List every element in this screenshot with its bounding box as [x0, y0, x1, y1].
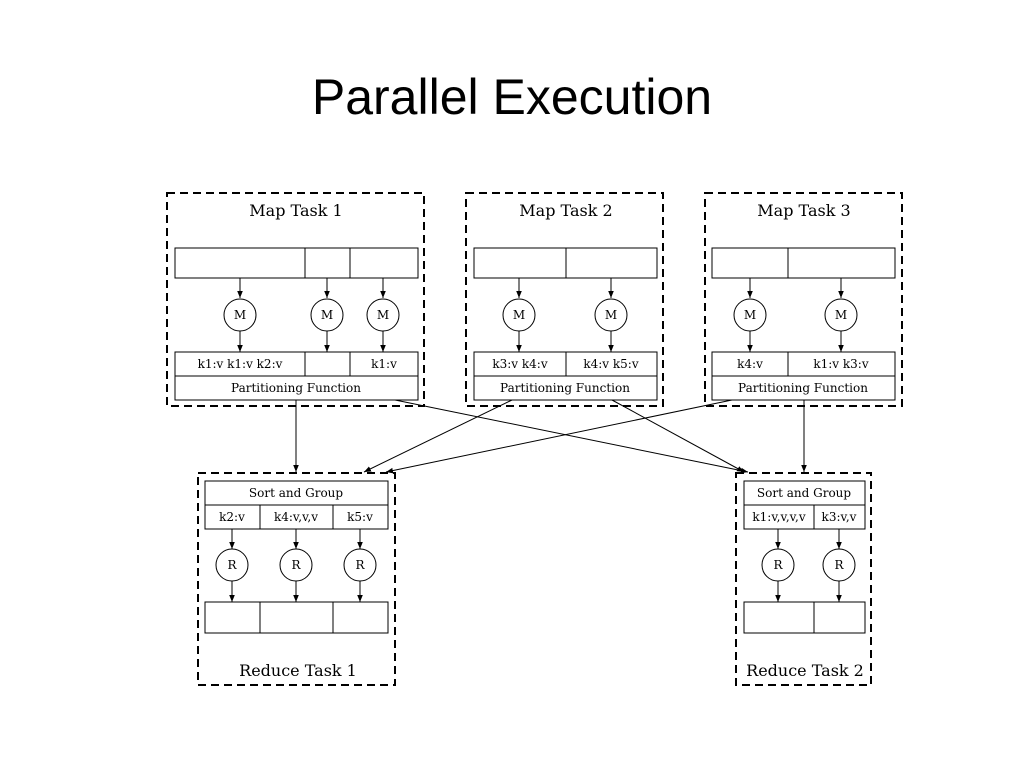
mapper-node: M [310, 298, 344, 332]
map-output-cell [304, 351, 351, 377]
map-task-2: Map Task 2 M M k3:v k4:v k4:v k5:v Parti… [465, 192, 664, 407]
reducer-node: R [215, 548, 249, 582]
svg-text:R: R [227, 558, 237, 572]
sort-and-group-box [204, 480, 389, 506]
svg-text:R: R [355, 558, 365, 572]
output-cell [813, 601, 866, 634]
sort-and-group-label: Sort and Group [249, 486, 343, 500]
group-text: k5:v [347, 510, 373, 524]
map-task-1-title: Map Task 1 [249, 201, 342, 220]
reducer-node: R [279, 548, 313, 582]
svg-text:M: M [377, 308, 389, 322]
partitioning-function-label: Partitioning Function [738, 381, 868, 395]
partitioning-function-label: Partitioning Function [231, 381, 361, 395]
sort-and-group-label: Sort and Group [757, 486, 851, 500]
shuffle-arrow [394, 399, 749, 474]
map-output-text: k1:v k1:v k2:v [198, 357, 283, 371]
svg-text:M: M [234, 308, 246, 322]
group-text: k4:v,v,v [274, 510, 318, 524]
output-cell [204, 601, 261, 634]
svg-text:R: R [291, 558, 301, 572]
reduce-task-2-title: Reduce Task 2 [746, 661, 864, 680]
group-text: k2:v [219, 510, 245, 524]
partitioning-function-box [174, 375, 419, 401]
input-split [711, 247, 789, 279]
reduce-task-1: Sort and Group k2:v k4:v,v,v k5:v R R R … [197, 472, 396, 686]
map-task-3: Map Task 3 M M k4:v k1:v k3:v Partitioni… [704, 192, 903, 407]
input-split [304, 247, 351, 279]
map-output-cell [349, 351, 419, 377]
output-cell [259, 601, 334, 634]
svg-text:M: M [744, 308, 756, 322]
reduce-task-2-frame [735, 472, 872, 686]
group-text: k3:v,v [822, 510, 857, 524]
group-text: k1:v,v,v,v [752, 510, 805, 524]
partitioning-function-label: Partitioning Function [500, 381, 630, 395]
reduce-task-1-frame [197, 472, 396, 686]
svg-text:M: M [605, 308, 617, 322]
map-output-text: k4:v [737, 357, 763, 371]
map-task-3-input [711, 247, 896, 279]
shuffle-arrow [385, 399, 733, 474]
svg-text:M: M [835, 308, 847, 322]
map-task-3-title: Map Task 3 [757, 201, 850, 220]
partitioning-function-box [473, 375, 658, 401]
svg-text:M: M [321, 308, 333, 322]
shuffle-arrow [611, 399, 745, 473]
map-output-cell [565, 351, 658, 377]
input-split [565, 247, 658, 279]
mapper-node: M [366, 298, 400, 332]
map-task-1-input [174, 247, 419, 279]
map-output-text: k3:v k4:v [492, 357, 547, 371]
map-task-2-frame [465, 192, 664, 407]
svg-text:R: R [834, 558, 844, 572]
shuffle-arrow [363, 399, 513, 473]
map-task-2-title: Map Task 2 [519, 201, 612, 220]
partitioning-function-box [711, 375, 896, 401]
map-output-text: k1:v k3:v [813, 357, 868, 371]
reducer-node: R [761, 548, 795, 582]
reducer-node: R [343, 548, 377, 582]
map-task-1: Map Task 1 M M M k1:v k1:v k2:v [166, 192, 425, 407]
input-split [174, 247, 306, 279]
mapper-node: M [594, 298, 628, 332]
output-cell [332, 601, 389, 634]
slide-title: Parallel Execution [311, 69, 713, 125]
map-output-text: k1:v [371, 357, 397, 371]
shuffle-edges [293, 399, 807, 474]
svg-text:M: M [513, 308, 525, 322]
reduce-task-1-title: Reduce Task 1 [239, 661, 357, 680]
input-split [349, 247, 419, 279]
map-output-cell [787, 351, 896, 377]
group-cell [813, 504, 866, 530]
input-split [473, 247, 567, 279]
reduce-task-2: Sort and Group k1:v,v,v,v k3:v,v R R Red… [735, 472, 872, 686]
output-cell [743, 601, 815, 634]
mapper-node: M [733, 298, 767, 332]
mapper-node: M [502, 298, 536, 332]
input-split [787, 247, 896, 279]
svg-text:R: R [773, 558, 783, 572]
mapper-node: M [824, 298, 858, 332]
map-task-2-input [473, 247, 658, 279]
group-cell [259, 504, 334, 530]
map-output-text: k4:v k5:v [583, 357, 638, 371]
mapper-node: M [223, 298, 257, 332]
reducer-node: R [822, 548, 856, 582]
